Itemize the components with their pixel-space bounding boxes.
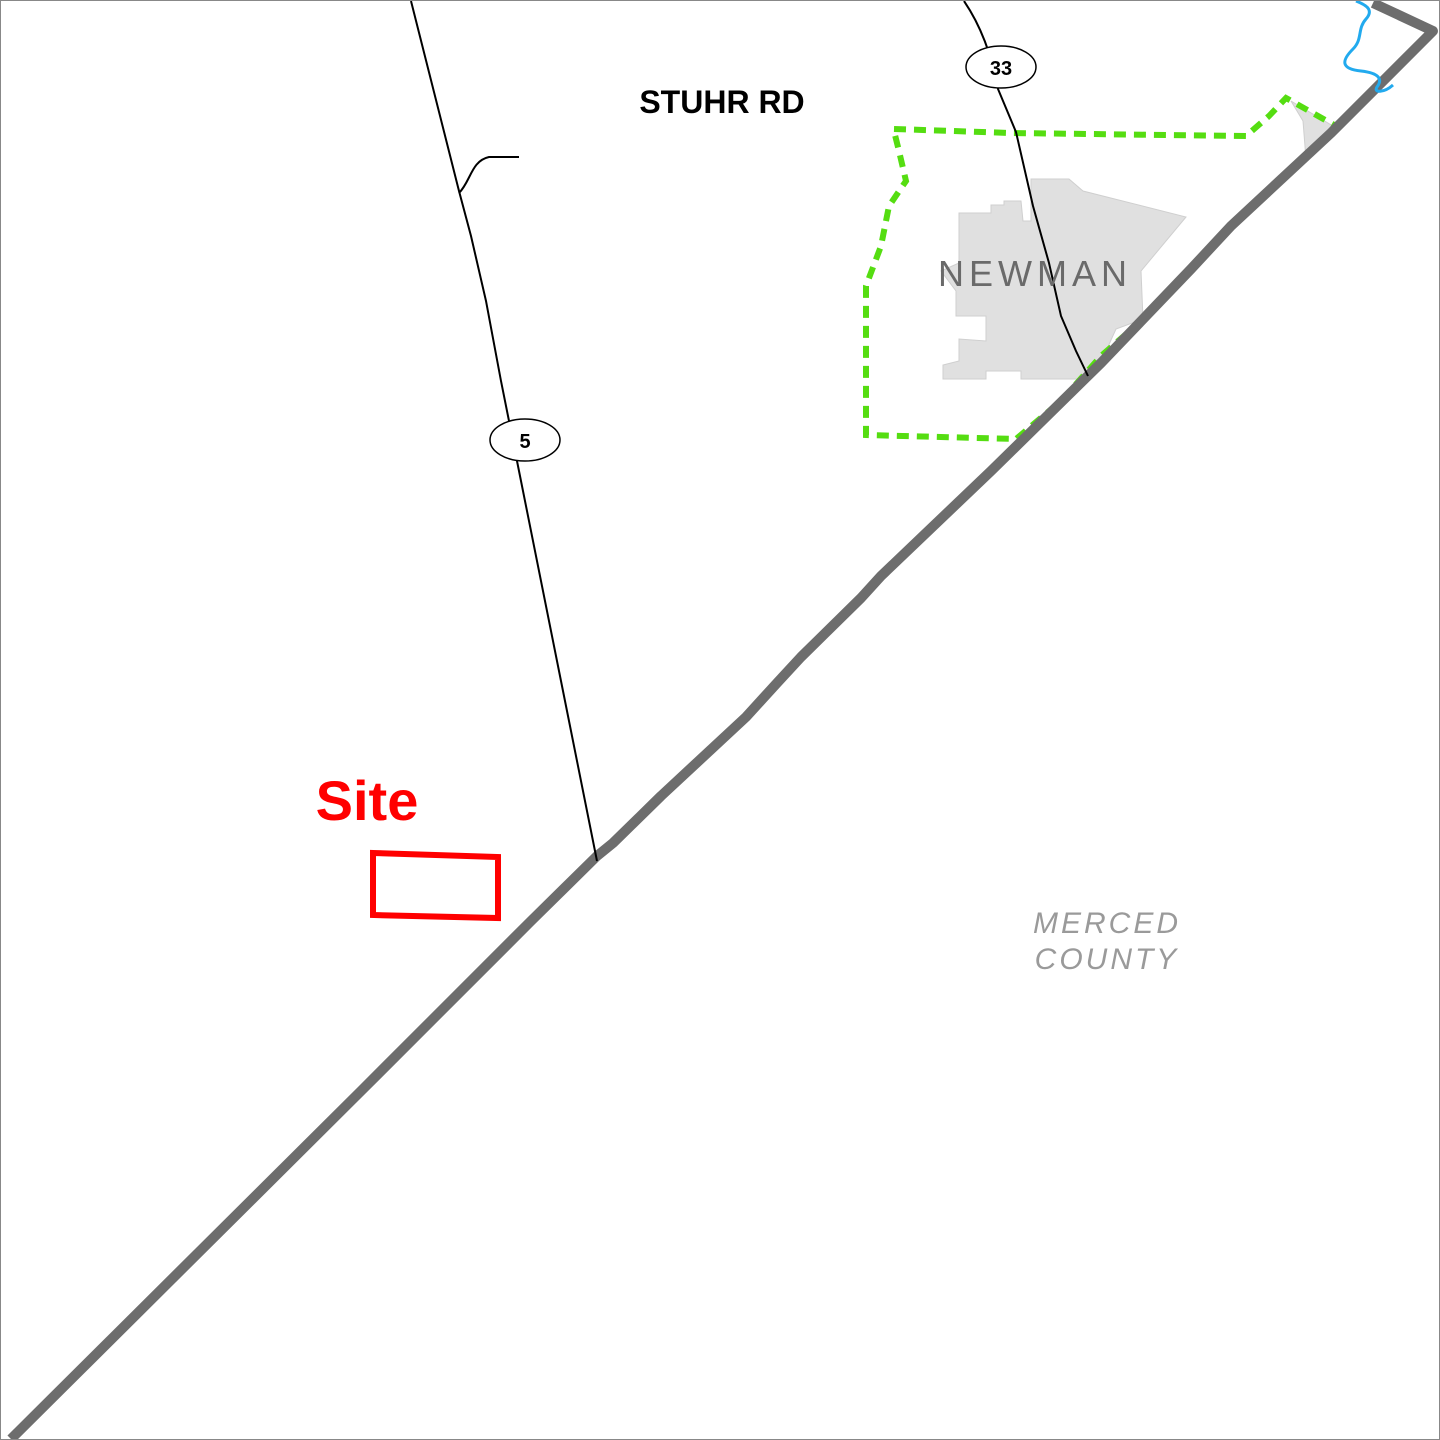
merced-county-label-line1: MERCED [1033,907,1181,940]
route-5-shield: 5 [489,418,561,462]
route-5-label: 5 [519,431,530,453]
route-5-road [410,1,598,862]
site-label: Site [316,769,419,832]
stuhr-rd-road [458,156,519,194]
route-33-label: 33 [990,58,1012,80]
county-boundary-line [7,1,1438,1439]
site-marker [370,849,501,922]
newman-label: NEWMAN [938,253,1132,294]
stuhr-rd-label: STUHR RD [639,84,804,120]
merced-county-label-line2: COUNTY [1035,943,1180,976]
route-33-shield: 33 [965,45,1037,89]
river-line [1343,1,1394,93]
